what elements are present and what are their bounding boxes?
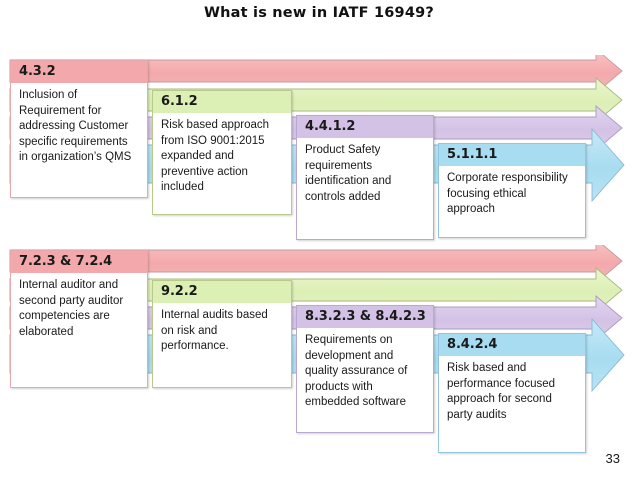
callout-box[interactable]: 8.3.2.3 & 8.4.2.3 Requirements on develo… [296, 305, 434, 433]
callout-clause: 5.1.1.1 [439, 144, 585, 166]
callout-clause: 6.1.2 [153, 91, 291, 113]
callout-box[interactable]: 5.1.1.1 Corporate responsibility focusin… [438, 143, 586, 238]
callout-text: Internal audits based on risk and perfor… [161, 309, 268, 352]
callout-box[interactable]: 4.4.1.2 Product Safety requirements iden… [296, 115, 434, 240]
callout-text: Requirements on development and quality … [305, 334, 408, 408]
callout-clause: 4.4.1.2 [297, 116, 433, 138]
arrow-row-one: 4.3.2 Inclusion of Requirement for addre… [0, 55, 638, 245]
callout-text: Internal auditor and second party audito… [19, 279, 124, 338]
page-number: 33 [605, 451, 620, 466]
callout-box[interactable]: 9.2.2 Internal audits based on risk and … [152, 280, 292, 388]
callout-text: Risk based approach from ISO 9001:2015 e… [161, 119, 270, 193]
callout-box[interactable]: 7.2.3 & 7.2.4 Internal auditor and secon… [10, 250, 148, 388]
callout-text: Risk based and performance focused appro… [447, 362, 556, 421]
callout-box[interactable]: 6.1.2 Risk based approach from ISO 9001:… [152, 90, 292, 215]
callout-clause: 4.3.2 [11, 61, 147, 83]
callout-box[interactable]: 8.4.2.4 Risk based and performance focus… [438, 333, 586, 453]
callout-clause: 8.3.2.3 & 8.4.2.3 [297, 306, 433, 328]
page-title: What is new in IATF 16949? [203, 5, 435, 21]
callout-text: Inclusion of Requirement for addressing … [19, 89, 132, 163]
callout-clause: 9.2.2 [153, 281, 291, 303]
callout-clause: 7.2.3 & 7.2.4 [11, 251, 147, 273]
callout-clause: 8.4.2.4 [439, 334, 585, 356]
arrow-row-two: 7.2.3 & 7.2.4 Internal auditor and secon… [0, 245, 638, 453]
callout-text: Corporate responsibility focusing ethica… [447, 172, 568, 215]
callout-box[interactable]: 4.3.2 Inclusion of Requirement for addre… [10, 60, 148, 198]
callout-text: Product Safety requirements identificati… [305, 144, 392, 203]
